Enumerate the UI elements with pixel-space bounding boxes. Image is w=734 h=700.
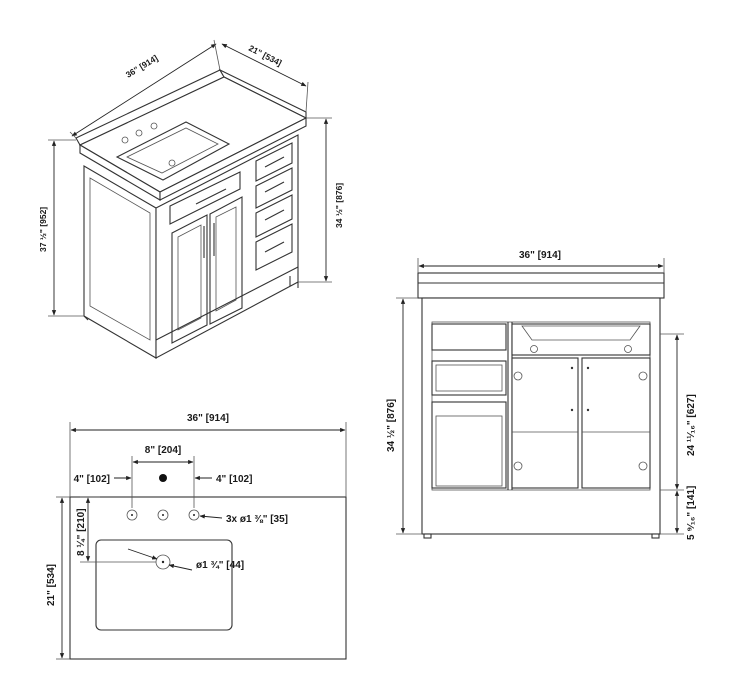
iso-depth-label: 21" [534] (247, 43, 283, 68)
iso-total-height-label: 37 ½" [952] (38, 207, 48, 252)
front-width-label: 36" [914] (519, 250, 561, 261)
top-width-label: 36" [914] (187, 413, 229, 424)
top-depth-label: 21" [534] (46, 564, 57, 606)
top-left-offset-label: 4" [102] (74, 474, 110, 485)
iso-cabinet-height-label: 34 ½" [876] (334, 183, 344, 228)
front-door-height-label: 24 ¹¹⁄₁₆" [627] (686, 394, 697, 456)
front-view: 36" [914] 34 ½" [876] 24 ¹¹⁄₁₆" [627] 5 … (386, 250, 697, 540)
top-drain-label: ø1 ¾" [44] (196, 560, 244, 571)
top-holes-label: 3x ø1 ⅜" [35] (226, 514, 288, 525)
top-spread-label: 8" [204] (145, 445, 181, 456)
iso-width-label: 36" [914] (124, 53, 160, 80)
top-hole-depth-label: 8 ¼" [210] (76, 508, 87, 556)
front-height-label: 34 ½" [876] (386, 399, 397, 452)
isometric-view: 36" [914] 21" [534] 37 ½" [952] 34 ½" [8… (38, 39, 344, 359)
top-view: 36" [914] 8" [204] 4" [102] 4" [102] 3x … (46, 413, 347, 660)
front-toe-kick-label: 5 ⁹⁄₁₆" [141] (686, 486, 697, 540)
top-right-offset-label: 4" [102] (216, 474, 252, 485)
